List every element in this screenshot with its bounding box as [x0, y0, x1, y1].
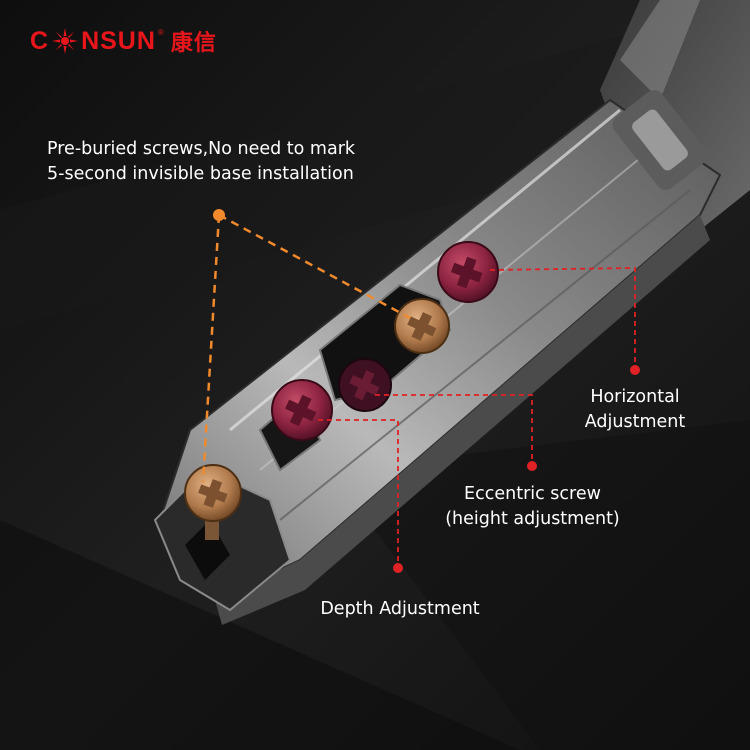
eccentric-callout-line — [375, 394, 533, 466]
logo-letter: C — [30, 26, 50, 55]
depth-callout-dot — [393, 563, 403, 573]
preburied-screw-upper — [394, 298, 450, 354]
depth-adjustment-screw — [271, 379, 333, 441]
brand-logo: C NSUN ® 康信 — [30, 26, 217, 57]
sunburst-icon — [52, 28, 79, 54]
horizontal-line1: Horizontal — [590, 387, 680, 407]
eccentric-line1: Eccentric screw — [464, 484, 601, 504]
registered-mark: ® — [157, 28, 165, 37]
eccentric-callout-text: Eccentric screw (height adjustment) — [430, 482, 635, 532]
depth-line1: Depth Adjustment — [320, 599, 480, 619]
logo-wordmark: NSUN — [81, 26, 156, 55]
preburied-line2: 5-second invisible base installation — [47, 164, 354, 184]
horizontal-callout-dot — [630, 365, 640, 375]
logo-chinese: 康信 — [170, 31, 217, 56]
horizontal-line2: Adjustment — [584, 412, 686, 432]
preburied-screw-lower — [184, 464, 242, 540]
eccentric-callout-dot — [527, 461, 537, 471]
eccentric-screw — [338, 358, 392, 412]
eccentric-line2: (height adjustment) — [445, 509, 620, 529]
preburied-line1: Pre-buried screws,No need to mark — [47, 139, 356, 159]
preburied-callout-text: Pre-buried screws,No need to mark 5-seco… — [47, 137, 355, 187]
preburied-callout-dot — [213, 209, 225, 221]
horizontal-callout-text: Horizontal Adjustment — [570, 385, 700, 435]
preburied-callout-lines — [201, 213, 411, 483]
horizontal-adjustment-screw — [437, 241, 499, 303]
depth-callout-text: Depth Adjustment — [305, 597, 495, 622]
horizontal-callout-line — [489, 267, 636, 370]
